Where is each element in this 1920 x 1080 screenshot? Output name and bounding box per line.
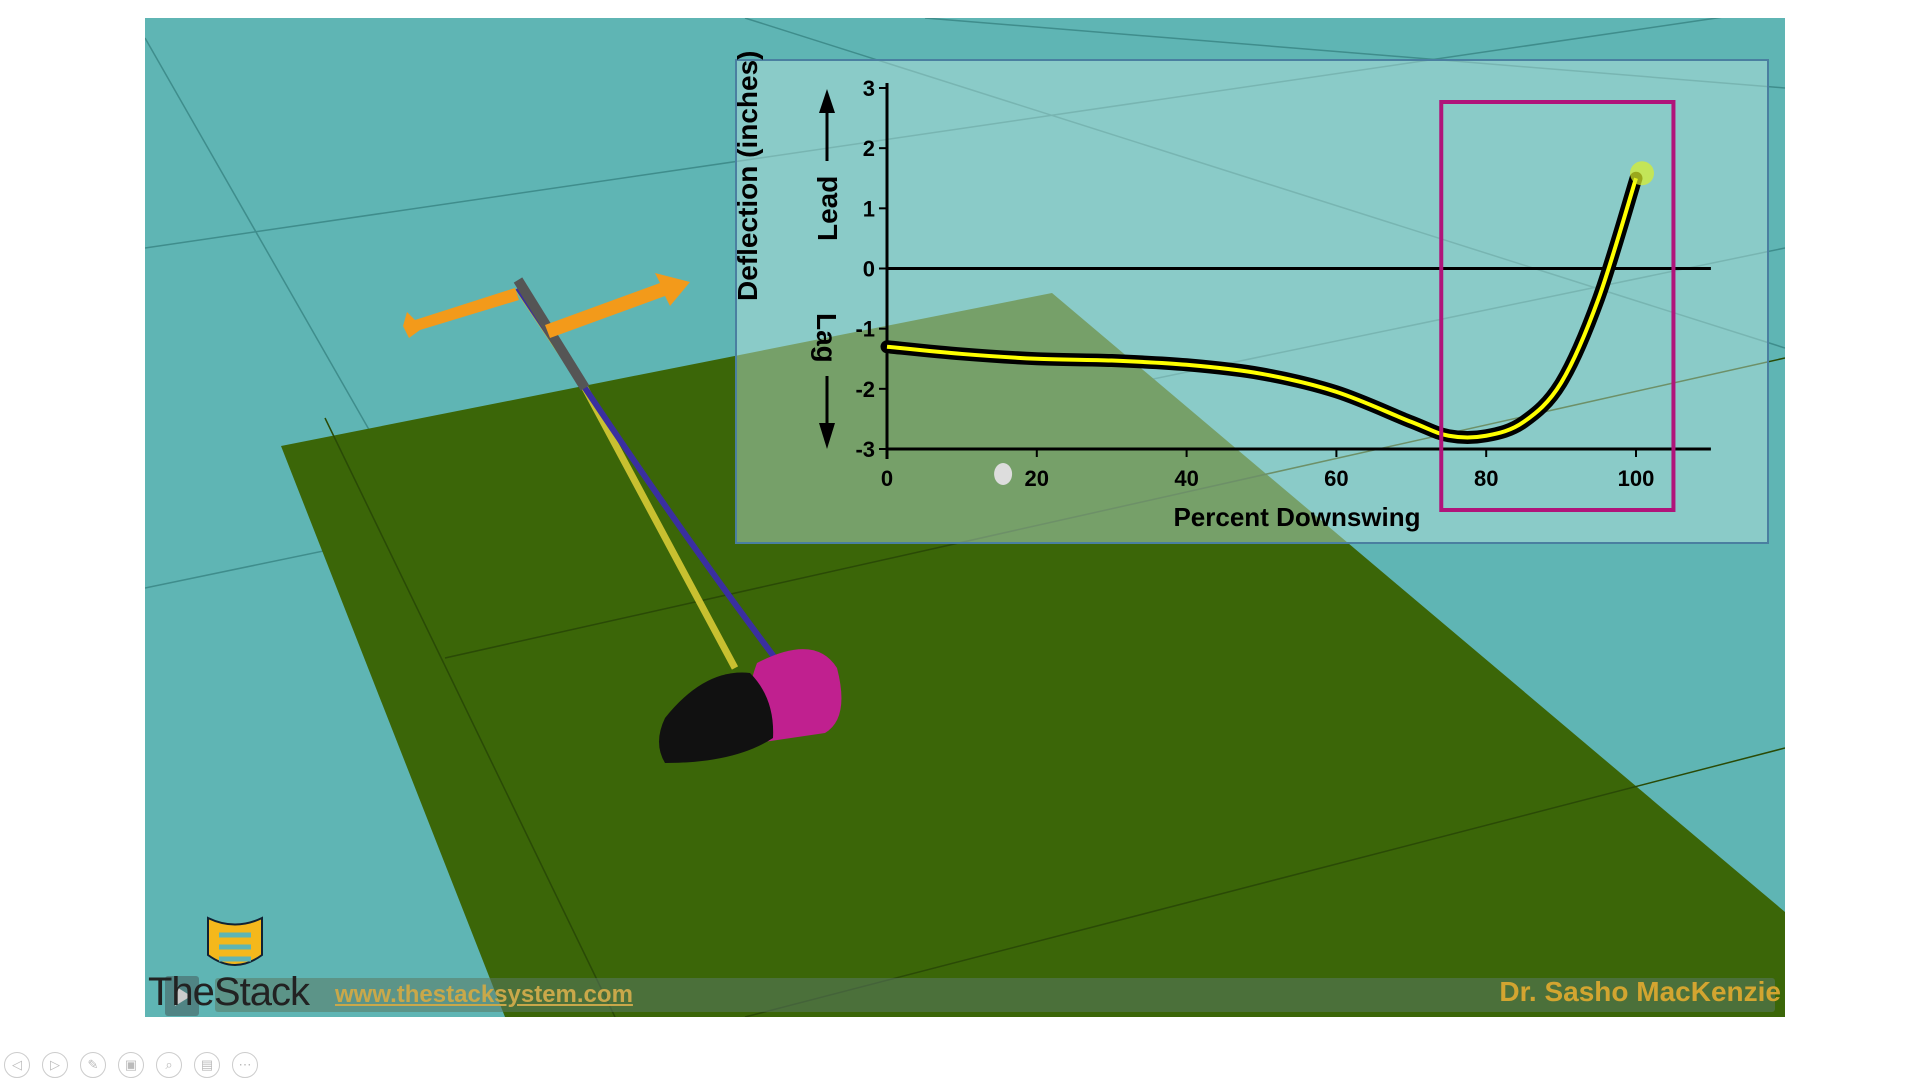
green-floor	[281, 293, 1785, 1017]
curve-line	[886, 177, 1638, 440]
x-tick-label: 40	[1174, 466, 1198, 491]
thestack-logo	[207, 916, 263, 966]
lead-label: Lead	[812, 176, 843, 241]
y-axis-title: Deflection (inches)	[732, 50, 763, 301]
slideshow-controls: ◁ ▷ ✎ ▣ ⌕ ▤ ⋯	[4, 1052, 258, 1078]
more-icon[interactable]: ⋯	[232, 1052, 258, 1078]
y-tick-label: 1	[863, 196, 875, 221]
lag-arrow-icon	[819, 423, 835, 449]
x-tick-label: 0	[881, 466, 893, 491]
x-tick-label: 80	[1474, 466, 1498, 491]
y-tick-label: -3	[855, 437, 875, 462]
slides-icon[interactable]: ▣	[118, 1052, 144, 1078]
y-tick-label: 2	[863, 136, 875, 161]
lag-label: Lag	[811, 313, 842, 363]
y-tick-label: 3	[863, 76, 875, 101]
curve-outline	[880, 171, 1643, 444]
x-tick-label: 60	[1324, 466, 1348, 491]
club-head-black	[659, 672, 774, 763]
3d-scene	[145, 18, 1785, 1017]
next-icon[interactable]: ▷	[42, 1052, 68, 1078]
x-axis-title: Percent Downswing	[1173, 502, 1420, 532]
y-tick-label: -1	[855, 317, 875, 342]
shaft-blue	[515, 286, 778, 660]
play-button[interactable]	[165, 976, 199, 1016]
pen-icon[interactable]: ✎	[80, 1052, 106, 1078]
seek-bar[interactable]	[215, 978, 1775, 1012]
website-link[interactable]: www.thestacksystem.com	[335, 981, 633, 1008]
x-tick-label: 20	[1025, 466, 1049, 491]
brand-name: TheStack	[148, 970, 310, 1014]
author-name: Dr. Sasho MacKenzie	[1499, 976, 1781, 1007]
zoom-icon[interactable]: ⌕	[156, 1052, 182, 1078]
floor-lines	[324, 357, 1785, 1017]
lead-arrow-icon	[819, 89, 835, 113]
subtitles-icon[interactable]: ▤	[194, 1052, 220, 1078]
highlight-box	[1439, 100, 1676, 512]
previous-icon[interactable]: ◁	[4, 1052, 30, 1078]
endpoint-marker	[1630, 161, 1654, 186]
arrows-icon	[403, 273, 690, 338]
golf-ball-icon	[994, 463, 1013, 485]
y-tick-label: -2	[855, 377, 875, 402]
x-tick-label: 100	[1618, 466, 1655, 491]
y-tick-label: 0	[863, 257, 875, 282]
